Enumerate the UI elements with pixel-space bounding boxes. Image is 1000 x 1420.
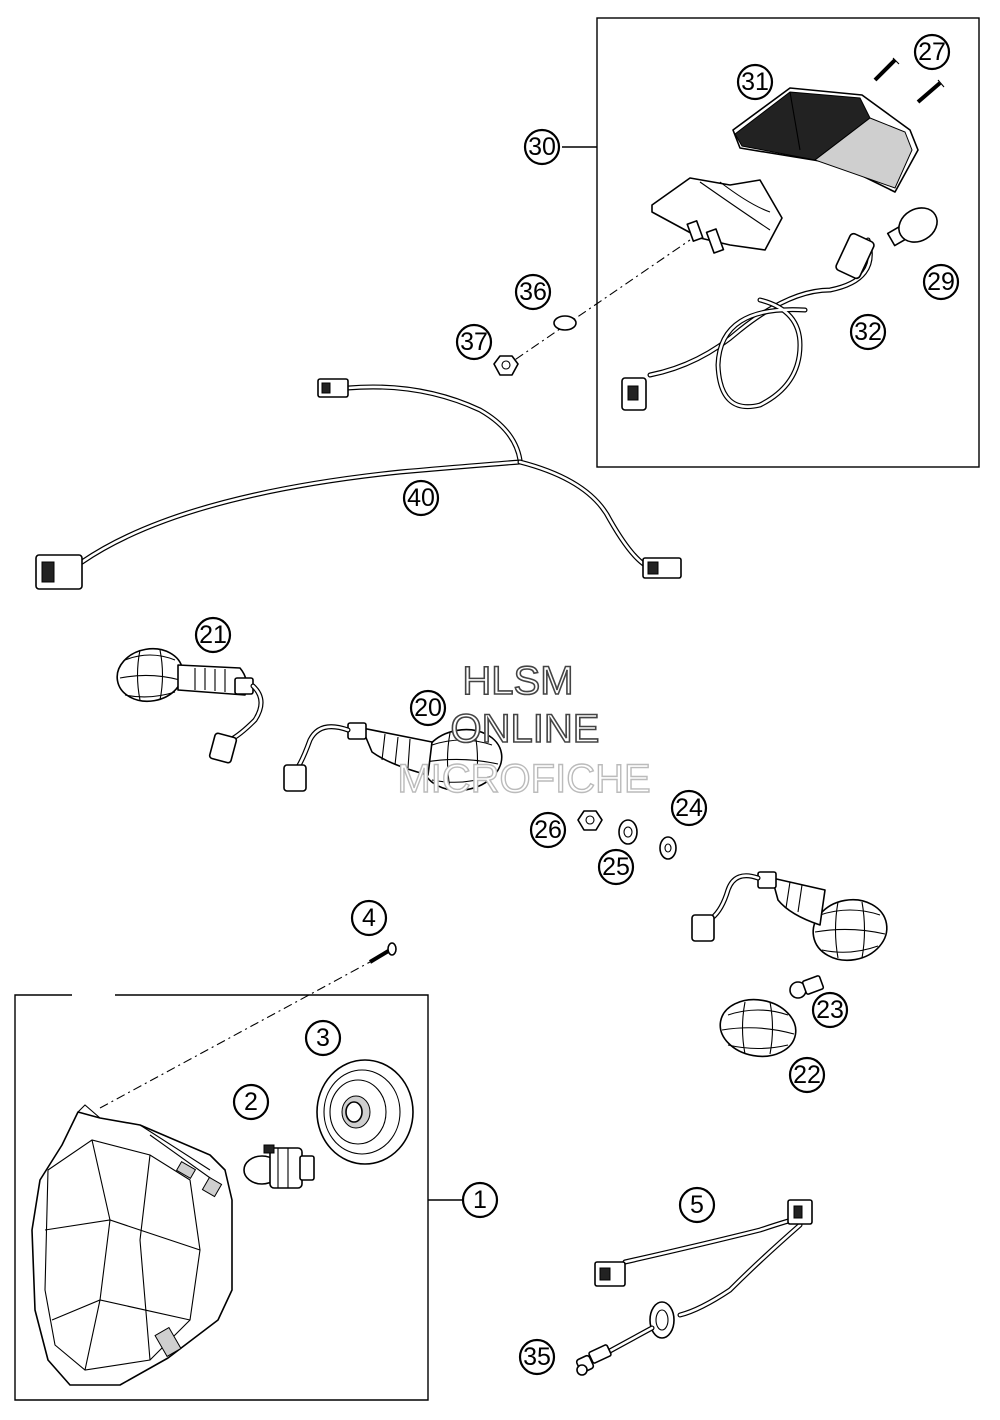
svg-text:26: 26 — [534, 816, 562, 844]
svg-text:36: 36 — [519, 278, 547, 306]
svg-text:30: 30 — [528, 133, 556, 161]
turn-signal-right — [691, 871, 888, 962]
tail-light-lens-31 — [732, 87, 919, 193]
svg-text:31: 31 — [741, 68, 769, 96]
callout-23[interactable]: 23 — [811, 991, 849, 1029]
callout-5[interactable]: 5 — [678, 1186, 716, 1224]
svg-text:40: 40 — [407, 484, 435, 512]
svg-text:4: 4 — [362, 904, 376, 932]
svg-text:25: 25 — [602, 853, 630, 881]
svg-text:24: 24 — [675, 794, 703, 822]
callout-31[interactable]: 31 — [736, 63, 774, 101]
dust-cap-3 — [316, 1059, 414, 1165]
callout-26[interactable]: 26 — [529, 811, 567, 849]
tail-light-group-frame — [596, 17, 980, 468]
callout-32[interactable]: 32 — [849, 313, 887, 351]
callout-29[interactable]: 29 — [922, 263, 960, 301]
svg-text:21: 21 — [199, 621, 227, 649]
svg-text:2: 2 — [244, 1088, 258, 1116]
turn-signal-lens-22 — [719, 998, 797, 1058]
nut-26 — [577, 810, 603, 831]
svg-text:27: 27 — [918, 38, 946, 66]
svg-text:29: 29 — [927, 268, 955, 296]
nut-37 — [493, 355, 519, 376]
watermark-line2: ONLINE — [451, 707, 600, 751]
callout-37[interactable]: 37 — [455, 323, 493, 361]
callout-40[interactable]: 40 — [402, 479, 440, 517]
callout-2[interactable]: 2 — [232, 1083, 270, 1121]
svg-text:22: 22 — [793, 1061, 821, 1089]
screw-27b — [916, 79, 945, 104]
washer-24 — [659, 836, 677, 860]
watermark-line1: HLSM — [462, 659, 573, 703]
bulb-29 — [886, 207, 938, 247]
callout-21[interactable]: 21 — [194, 616, 232, 654]
callout-24[interactable]: 24 — [670, 789, 708, 827]
callout-1[interactable]: 1 — [461, 1181, 499, 1219]
callout-27[interactable]: 27 — [913, 33, 951, 71]
socket-cable-32 — [621, 232, 875, 411]
svg-text:23: 23 — [816, 996, 844, 1024]
screw-4 — [368, 942, 397, 964]
headlight-mount-axis — [99, 961, 371, 1109]
headlight-cable-5 — [588, 1199, 813, 1364]
turn-signal-20 — [283, 722, 503, 792]
bulb-23 — [789, 975, 825, 999]
headlight-group-frame — [14, 994, 429, 1401]
tail-light-housing — [651, 177, 783, 254]
callout-36[interactable]: 36 — [514, 273, 552, 311]
lock-washer-25 — [618, 819, 638, 845]
svg-text:20: 20 — [414, 694, 442, 722]
svg-text:32: 32 — [854, 318, 882, 346]
callout-3[interactable]: 3 — [304, 1019, 342, 1057]
callout-22[interactable]: 22 — [788, 1056, 826, 1094]
wiring-harness-40 — [35, 378, 682, 590]
callout-20[interactable]: 20 — [409, 689, 447, 727]
svg-text:3: 3 — [316, 1024, 330, 1052]
callout-4[interactable]: 4 — [350, 899, 388, 937]
turn-signal-21 — [116, 647, 264, 764]
callout-25[interactable]: 25 — [597, 848, 635, 886]
svg-text:35: 35 — [523, 1343, 551, 1371]
tail-mount-axis — [499, 239, 691, 371]
screw-27a — [873, 57, 900, 82]
watermark-line3: MICROFICHE — [397, 757, 650, 801]
svg-text:37: 37 — [460, 328, 488, 356]
svg-text:5: 5 — [690, 1191, 704, 1219]
svg-text:1: 1 — [473, 1186, 487, 1214]
headlight-housing — [31, 1104, 233, 1386]
callout-35[interactable]: 35 — [518, 1338, 556, 1376]
headlight-bulb-2 — [243, 1144, 315, 1189]
washer-36 — [553, 315, 577, 331]
bulb-35 — [575, 1354, 595, 1376]
callout-30[interactable]: 30 — [523, 128, 561, 166]
